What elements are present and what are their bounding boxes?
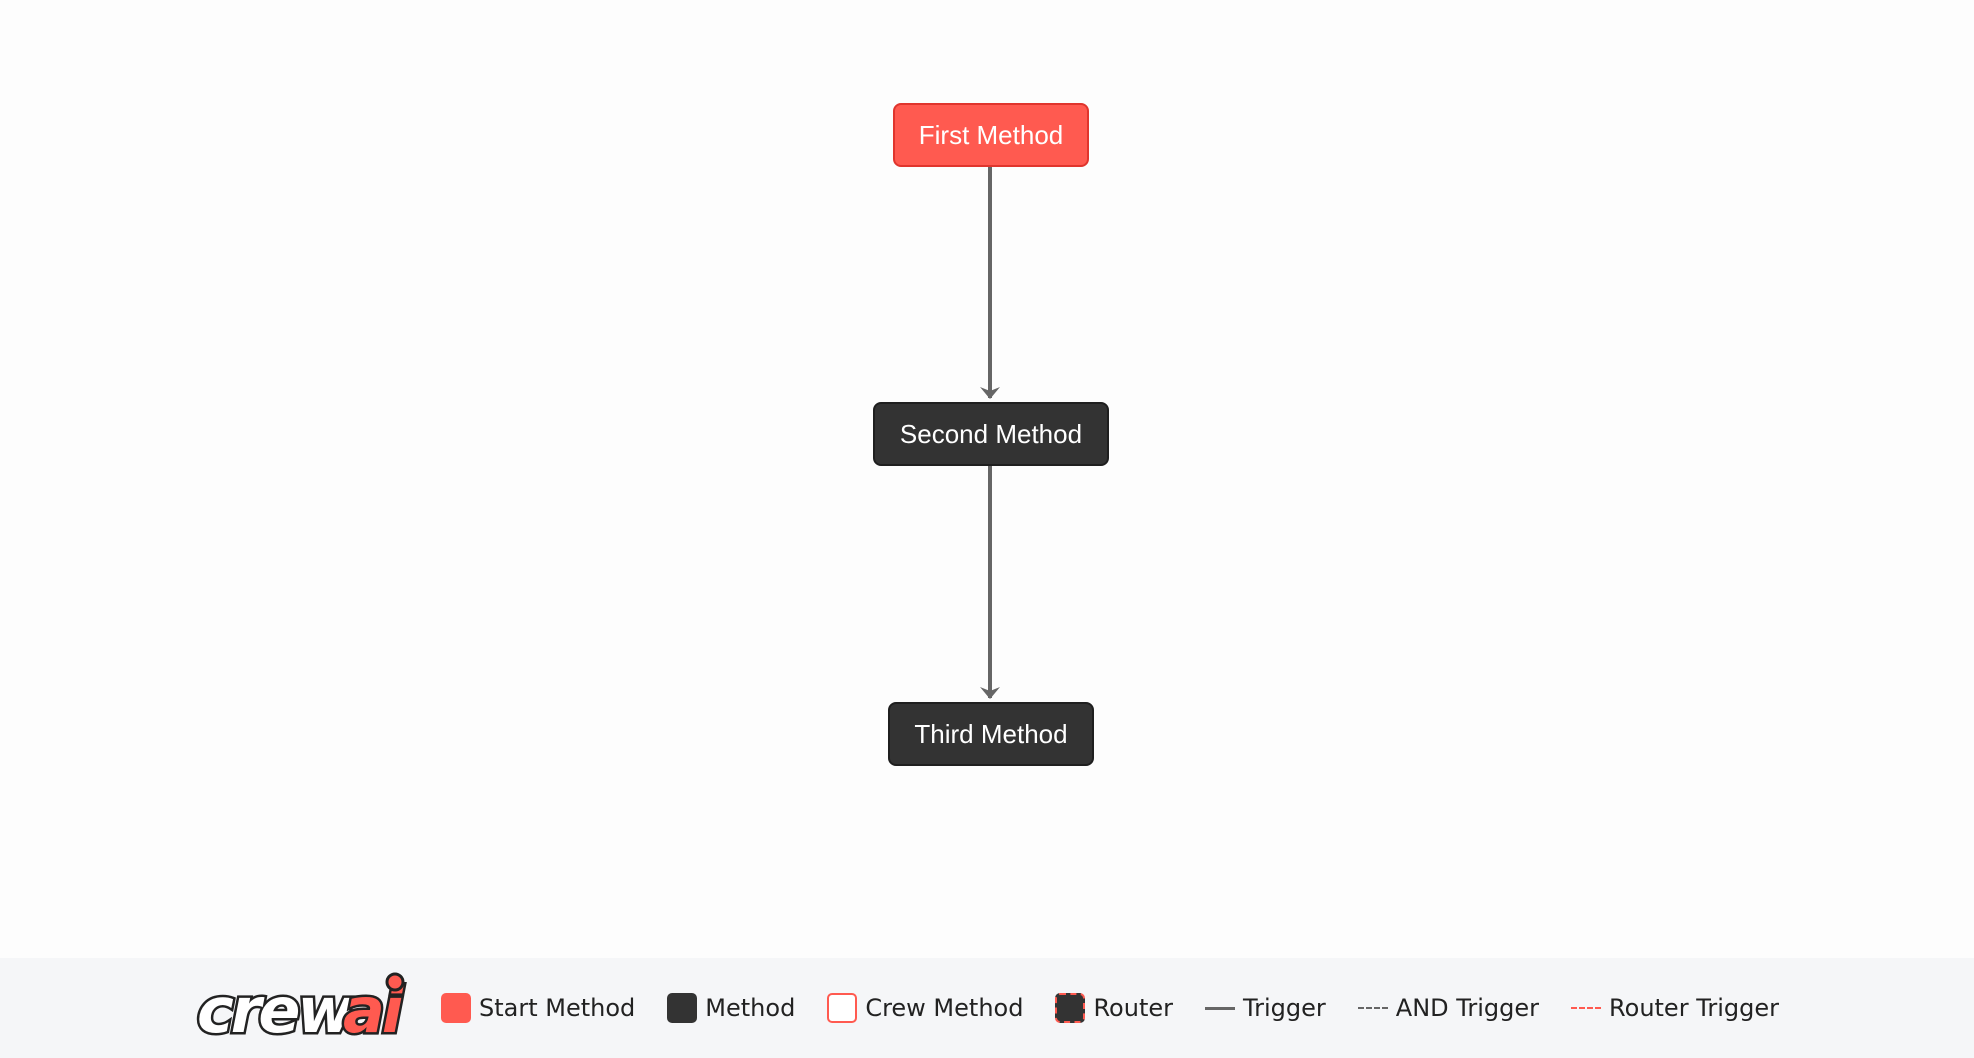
start-method-swatch [441,993,472,1023]
legend-label-router: Router [1093,994,1173,1022]
crewai-logo: crew ai [195,972,409,1047]
legend-label-router-trigger: Router Trigger [1609,994,1779,1022]
and-trigger-line-swatch [1357,1007,1388,1009]
legend-bar: crew ai Start Method Method Crew Method … [0,958,1974,1058]
legend-item-crew-method: Crew Method [827,993,1023,1023]
legend-label-method: Method [705,994,796,1022]
crew-method-swatch [827,993,858,1023]
legend-label-and-trigger: AND Trigger [1395,994,1540,1022]
legend-label-crew-method: Crew Method [865,994,1024,1022]
svg-text:crew: crew [197,974,355,1046]
legend-label-trigger: Trigger [1243,994,1326,1022]
node-first-method[interactable]: First Method [893,103,1089,167]
legend-item-and-trigger: AND Trigger [1357,994,1540,1022]
legend-item-start-method: Start Method [441,993,635,1023]
node-third-method[interactable]: Third Method [888,702,1094,766]
flow-canvas[interactable]: First Method Second Method Third Method [0,0,1974,958]
node-second-method[interactable]: Second Method [873,402,1109,466]
legend-item-router: Router [1055,993,1173,1023]
router-swatch [1055,993,1086,1023]
method-swatch [667,993,698,1023]
router-trigger-line-swatch [1571,1007,1602,1009]
trigger-line-swatch [1205,1006,1235,1010]
legend-item-trigger: Trigger [1205,994,1326,1022]
edges-layer [980,166,1000,699]
legend-item-method: Method [667,993,795,1023]
legend-label-start-method: Start Method [479,994,636,1022]
legend-item-router-trigger: Router Trigger [1571,994,1779,1022]
